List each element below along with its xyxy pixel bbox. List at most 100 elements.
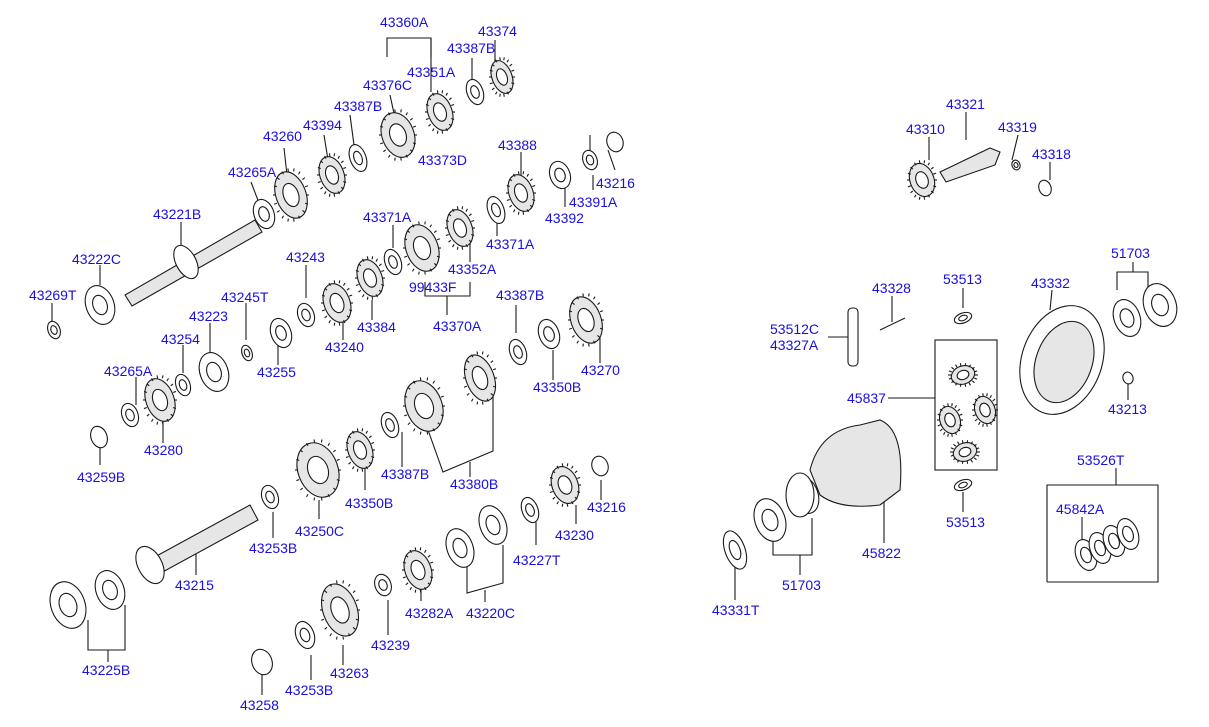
part-label-43259B[interactable]: 43259B (77, 469, 125, 485)
bearing-43225B-bore (102, 579, 118, 601)
part-label-43280[interactable]: 43280 (144, 442, 183, 458)
part-label-99433F[interactable]: 99433F (409, 279, 456, 295)
synchro-ring-43374-bore (495, 68, 509, 86)
shim-45842A-2-bore (1094, 539, 1106, 557)
gear-43384-tooth (362, 294, 365, 298)
part-label-43371A[interactable]: 43371A (486, 236, 535, 252)
pinion-right-tooth (982, 393, 984, 397)
gear-43282A-tooth (405, 554, 409, 558)
part-label-43374[interactable]: 43374 (478, 23, 517, 39)
part-label-43258[interactable]: 43258 (240, 697, 279, 713)
part-label-43350B[interactable]: 43350B (345, 495, 393, 511)
sleeve-43370A-tooth (418, 221, 420, 225)
part-label-43332[interactable]: 43332 (1031, 275, 1070, 291)
gear-43240 (321, 280, 353, 326)
part-label-43255[interactable]: 43255 (257, 364, 296, 380)
pinion-right-tooth (972, 403, 976, 406)
hub-43351A-tooth (445, 92, 448, 96)
part-label-43260[interactable]: 43260 (263, 128, 302, 144)
pinion-left-tooth (957, 428, 961, 432)
part-label-43394[interactable]: 43394 (303, 117, 342, 133)
part-label-43391A[interactable]: 43391A (569, 194, 618, 210)
part-label-43239[interactable]: 43239 (371, 637, 410, 653)
part-label-43282A[interactable]: 43282A (405, 605, 454, 621)
part-label-43230[interactable]: 43230 (555, 527, 594, 543)
gear-43240-tooth (328, 282, 331, 286)
part-label-43227T[interactable]: 43227T (513, 552, 561, 568)
part-label-43265A[interactable]: 43265A (104, 363, 153, 379)
snap-ring-43387B-c (508, 338, 528, 366)
sleeve-43376C-tooth (383, 149, 387, 153)
part-label-43215[interactable]: 43215 (175, 577, 214, 593)
part-label-43387B[interactable]: 43387B (496, 287, 544, 303)
part-label-43245T[interactable]: 43245T (221, 289, 269, 305)
part-label-43220C[interactable]: 43220C (466, 605, 515, 621)
part-label-43360A[interactable]: 43360A (380, 14, 429, 30)
part-label-43327A[interactable]: 43327A (770, 337, 819, 353)
hub-43352A-tooth (448, 239, 452, 243)
part-label-53512C[interactable]: 53512C (770, 321, 819, 337)
part-label-43216[interactable]: 43216 (587, 499, 626, 515)
gear-43260-tooth (298, 171, 301, 175)
part-label-51703[interactable]: 51703 (1111, 245, 1150, 261)
part-label-43254[interactable]: 43254 (161, 331, 200, 347)
gear-43240-tooth (333, 280, 336, 284)
pinion-left-tooth (957, 408, 961, 412)
gear-43350B-tooth (356, 428, 359, 432)
part-label-43387B[interactable]: 43387B (381, 466, 429, 482)
part-label-43321[interactable]: 43321 (946, 96, 985, 112)
part-label-43319[interactable]: 43319 (998, 119, 1037, 135)
part-label-43265A[interactable]: 43265A (228, 164, 277, 180)
gear-43384-tooth (375, 294, 378, 298)
part-label-43351A[interactable]: 43351A (407, 64, 456, 80)
gear-43380B-tooth (490, 360, 494, 363)
gear-43250C (295, 439, 341, 501)
part-label-43221B[interactable]: 43221B (153, 206, 201, 222)
part-label-43387B[interactable]: 43387B (447, 40, 495, 56)
part-label-43352A[interactable]: 43352A (448, 261, 497, 277)
part-label-43253B[interactable]: 43253B (249, 540, 297, 556)
part-label-43376C[interactable]: 43376C (363, 77, 412, 93)
part-label-43222C[interactable]: 43222C (72, 251, 121, 267)
pinion-bottom-tooth (957, 441, 960, 445)
part-label-43331T[interactable]: 43331T (712, 602, 760, 618)
part-label-43225B[interactable]: 43225B (82, 662, 130, 678)
part-label-43269T[interactable]: 43269T (29, 287, 77, 303)
part-label-43223[interactable]: 43223 (189, 308, 228, 324)
part-label-43350B[interactable]: 43350B (533, 379, 581, 395)
part-label-43380B[interactable]: 43380B (450, 476, 498, 492)
part-label-45837[interactable]: 45837 (847, 390, 886, 406)
part-label-43387B[interactable]: 43387B (334, 98, 382, 114)
part-label-45842A[interactable]: 45842A (1056, 501, 1105, 517)
part-label-43392[interactable]: 43392 (545, 210, 584, 226)
part-label-43243[interactable]: 43243 (286, 249, 325, 265)
gear-43350B-tooth (348, 435, 352, 439)
part-label-43384[interactable]: 43384 (357, 319, 396, 335)
part-label-43370A[interactable]: 43370A (433, 318, 482, 334)
part-label-53526T[interactable]: 53526T (1077, 452, 1125, 468)
part-label-43250C[interactable]: 43250C (295, 523, 344, 539)
part-label-43373D[interactable]: 43373D (418, 152, 467, 168)
part-label-43263[interactable]: 43263 (330, 665, 369, 681)
part-label-43328[interactable]: 43328 (872, 280, 911, 296)
gear-43380B-tooth (492, 385, 497, 388)
sleeve-43370A-tooth (436, 238, 441, 241)
part-label-43318[interactable]: 43318 (1032, 146, 1071, 162)
part-label-43213[interactable]: 43213 (1108, 401, 1147, 417)
part-label-53513[interactable]: 53513 (946, 514, 985, 530)
part-label-43253B[interactable]: 43253B (285, 682, 333, 698)
part-label-43216[interactable]: 43216 (596, 175, 635, 191)
part-label-43388[interactable]: 43388 (498, 137, 537, 153)
gear-43230-tooth (556, 501, 559, 505)
part-label-51703[interactable]: 51703 (782, 577, 821, 593)
part-label-43240[interactable]: 43240 (325, 339, 364, 355)
part-label-43371A[interactable]: 43371A (363, 209, 412, 225)
gear-43280-tooth (151, 378, 154, 382)
part-label-43310[interactable]: 43310 (906, 121, 945, 137)
part-label-43270[interactable]: 43270 (581, 362, 620, 378)
part-label-53513[interactable]: 53513 (943, 271, 982, 287)
gear-43263-tooth (352, 626, 356, 630)
pinion-left-tooth (943, 431, 946, 435)
part-label-45822[interactable]: 45822 (862, 545, 901, 561)
bearing-43265A (252, 198, 276, 230)
